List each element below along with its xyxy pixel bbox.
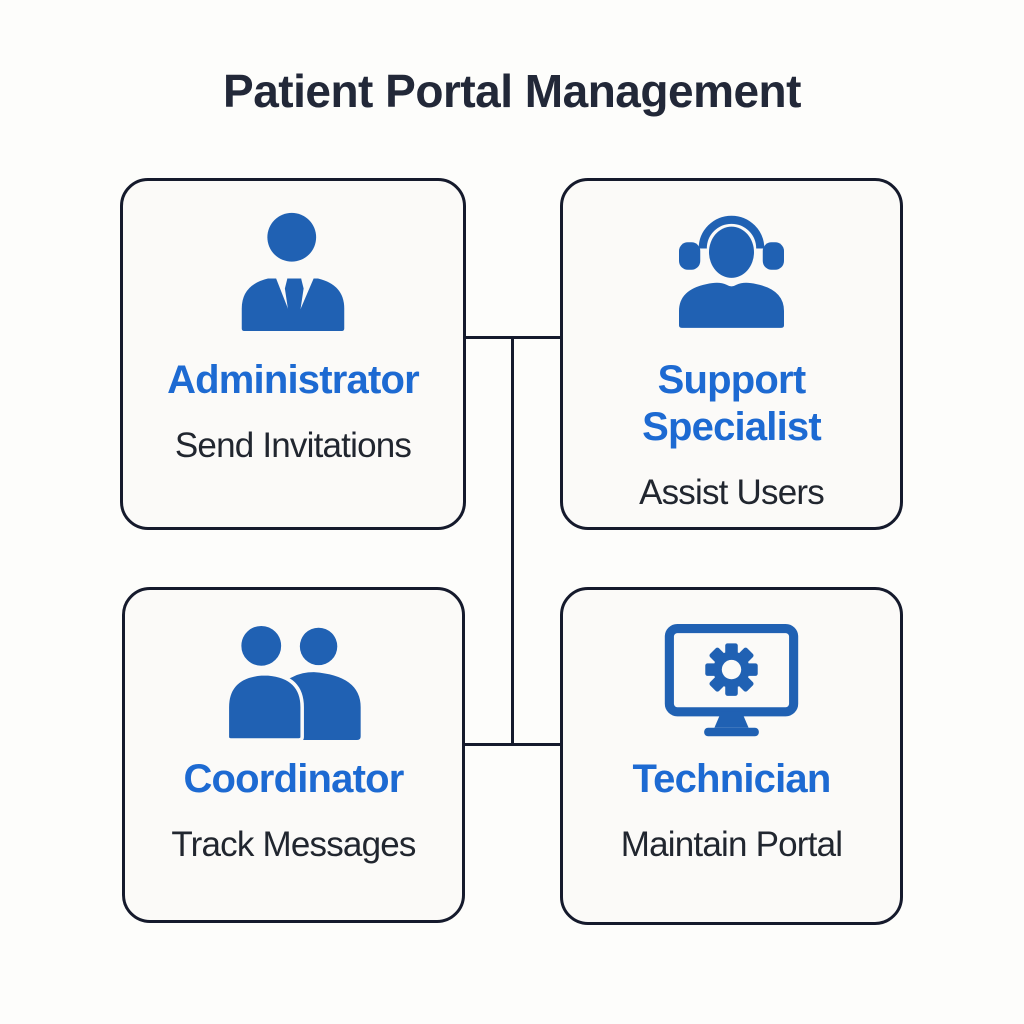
card-support-specialist: Support Specialist Assist Users: [560, 178, 903, 530]
role-title: Administrator: [167, 358, 420, 402]
two-people-icon: [225, 618, 363, 744]
card-coordinator: Coordinator Track Messages: [122, 587, 465, 923]
person-headset-icon: [674, 205, 789, 331]
role-title: Support Specialist: [642, 358, 822, 450]
connector-line-bottom: [464, 743, 562, 746]
page-title: Patient Portal Management: [223, 65, 801, 117]
connector-line-vertical: [511, 336, 514, 746]
role-task: Assist Users: [639, 473, 825, 513]
card-technician: Technician Maintain Portal: [560, 587, 903, 925]
role-task: Maintain Portal: [620, 825, 843, 865]
card-administrator: Administrator Send Invitations: [120, 178, 466, 530]
role-title: Technician: [632, 757, 832, 801]
role-task: Send Invitations: [174, 426, 412, 466]
role-title: Coordinator: [183, 757, 404, 801]
monitor-gear-icon: [663, 618, 800, 744]
role-task: Track Messages: [171, 825, 416, 865]
person-tie-icon: [238, 205, 348, 331]
